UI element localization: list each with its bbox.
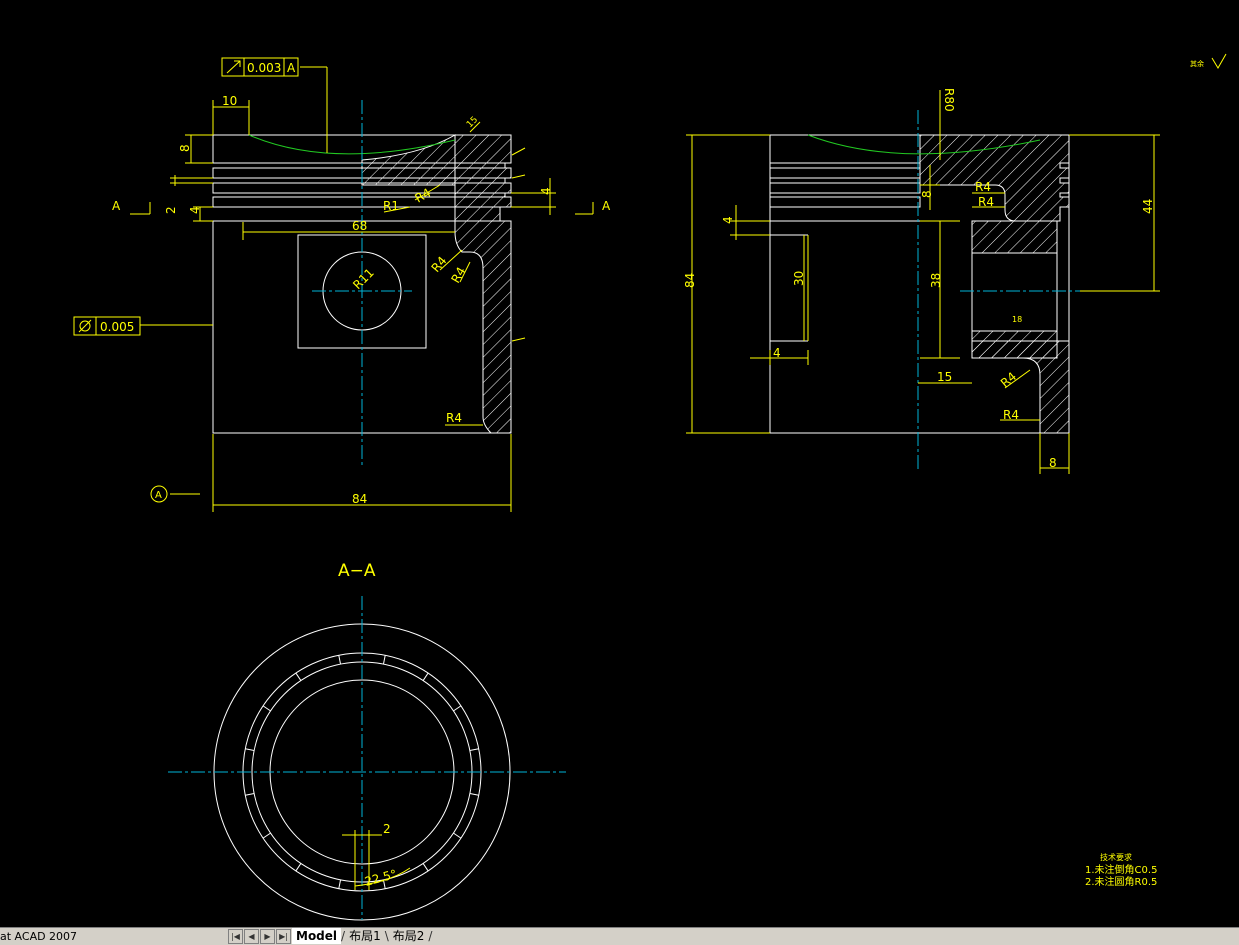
section-mark-right: A (602, 199, 611, 213)
cylindricity-icon (79, 320, 91, 332)
crown-section-hatch (361, 134, 456, 186)
dim-crown-radius: R80 (942, 88, 956, 112)
runout-icon (226, 60, 241, 74)
tab-layout-2[interactable]: 布局2 (392, 929, 425, 943)
tab-separator: / (428, 929, 433, 943)
first-tab-icon[interactable]: |◀ (228, 929, 243, 944)
notes-line-1: 1.未注倒角C0.5 (1085, 863, 1157, 876)
section-rib (295, 672, 302, 681)
side-crown-profile (807, 134, 1041, 155)
dim-pin-height: 44 (1141, 199, 1155, 214)
dim-overall-width: 84 (352, 492, 367, 506)
last-tab-icon[interactable]: ▶| (276, 929, 291, 944)
section-rib (422, 863, 429, 872)
dim-angle-mark: 15 (465, 115, 480, 130)
technical-notes: 技术要求 1.未注倒角C0.5 2.未注圆角R0.5 (1085, 852, 1157, 888)
section-rib (245, 792, 255, 796)
dim-radius-4b: R4 (429, 254, 450, 275)
status-bar: at ACAD 2007 |◀ ◀ ▶ ▶| Model / 布局1 \ 布局2… (0, 927, 1239, 945)
dim-ring-4: 4 (721, 216, 735, 224)
tolerance-symbols (78, 60, 241, 333)
section-rib (245, 748, 255, 752)
dim-radius-4d: R4 (446, 411, 462, 425)
section-rib (262, 832, 271, 839)
roughness-text: 其余 (1190, 59, 1204, 68)
tolerance-cylindricity: 0.005 (100, 320, 134, 334)
dim-crown-height: 8 (178, 144, 192, 152)
section-rib (469, 792, 479, 796)
dim-side-r4a: R4 (975, 180, 991, 194)
dim-pin-38: 38 (929, 273, 943, 288)
side-boss-top-hatch (971, 220, 1058, 254)
dim-radius-1: R1 (383, 199, 399, 213)
roughness-symbol-icon (1211, 53, 1227, 69)
tab-model[interactable]: Model (292, 928, 342, 944)
section-rib (382, 655, 386, 665)
dim-side-18: 18 (1012, 315, 1022, 324)
dim-side-r4b: R4 (978, 195, 994, 209)
section-rib (262, 705, 271, 712)
dim-inner-width: 68 (352, 219, 367, 233)
tab-layout-1[interactable]: 布局1 (349, 929, 381, 943)
layout-tabs: Model / 布局1 \ 布局2 / (292, 928, 432, 944)
tab-separator: \ (384, 929, 389, 943)
dim-side-r4d: R4 (1003, 408, 1019, 422)
side-view (769, 134, 1070, 434)
dim-8-top: 8 (920, 190, 934, 198)
dim-ring-gap-2: 2 (164, 206, 178, 214)
section-rib (453, 705, 462, 712)
app-title: at ACAD 2007 (0, 930, 78, 943)
section-dimensions (342, 830, 411, 890)
dim-15: 15 (937, 370, 952, 384)
dim-right-gap-4: 4 (539, 187, 553, 195)
section-mark-left: A (112, 199, 121, 213)
front-dimensions (73, 57, 594, 512)
tab-separator: / (341, 929, 346, 943)
notes-heading: 技术要求 (1100, 852, 1132, 862)
dim-overall-height: 84 (683, 273, 697, 288)
front-centerlines (312, 100, 412, 468)
front-crown-profile (248, 134, 456, 155)
section-rib (295, 863, 302, 872)
dim-pin-radius: R11 (350, 266, 377, 293)
notes-line-2: 2.未注圆角R0.5 (1085, 875, 1157, 888)
front-section-hatch (454, 134, 512, 434)
dim-side-r4c: R4 (998, 369, 1019, 390)
side-dim-text: R80 84 44 4 30 4 38 15 8 8 R4 R4 R4 R4 1… (683, 88, 1155, 470)
prev-tab-icon[interactable]: ◀ (244, 929, 259, 944)
side-crown-hatch (919, 134, 1070, 222)
section-centerlines (168, 596, 566, 920)
section-ribs (245, 655, 479, 889)
section-rib (338, 655, 342, 665)
section-rib (453, 832, 462, 839)
dim-8-bottom: 8 (1049, 456, 1057, 470)
dim-radius-4a: R4 (413, 185, 434, 205)
dim-radius-4c: R4 (448, 265, 468, 286)
dim-ring-gap-4: 4 (188, 206, 202, 214)
tab-navigation: |◀ ◀ ▶ ▶| (228, 929, 292, 944)
tolerance-runout: 0.003 (247, 61, 281, 75)
side-skirt-hatch (971, 340, 1070, 434)
section-dim-text: 2 22.5° (363, 822, 398, 889)
section-title: A−A (338, 561, 376, 581)
side-centerlines (917, 110, 1080, 470)
front-dim-text: 10 8 4 2 4 68 84 R1 R4 R4 R4 R4 R11 15 A… (100, 61, 611, 506)
dim-top-offset: 10 (222, 94, 237, 108)
dim-section-gap: 2 (383, 822, 391, 836)
dim-boss-30: 30 (792, 271, 806, 286)
roughness-note: 其余 (1190, 53, 1227, 69)
dim-boss-4: 4 (773, 346, 781, 360)
dim-section-angle: 22.5° (363, 867, 398, 889)
section-rib (469, 748, 479, 752)
section-rib (422, 672, 429, 681)
section-rib (382, 879, 386, 889)
tolerance-datum-ref: A (287, 61, 296, 75)
section-rib (338, 879, 342, 889)
datum-label: A (155, 490, 162, 501)
side-dimensions (686, 90, 1160, 474)
next-tab-icon[interactable]: ▶ (260, 929, 275, 944)
